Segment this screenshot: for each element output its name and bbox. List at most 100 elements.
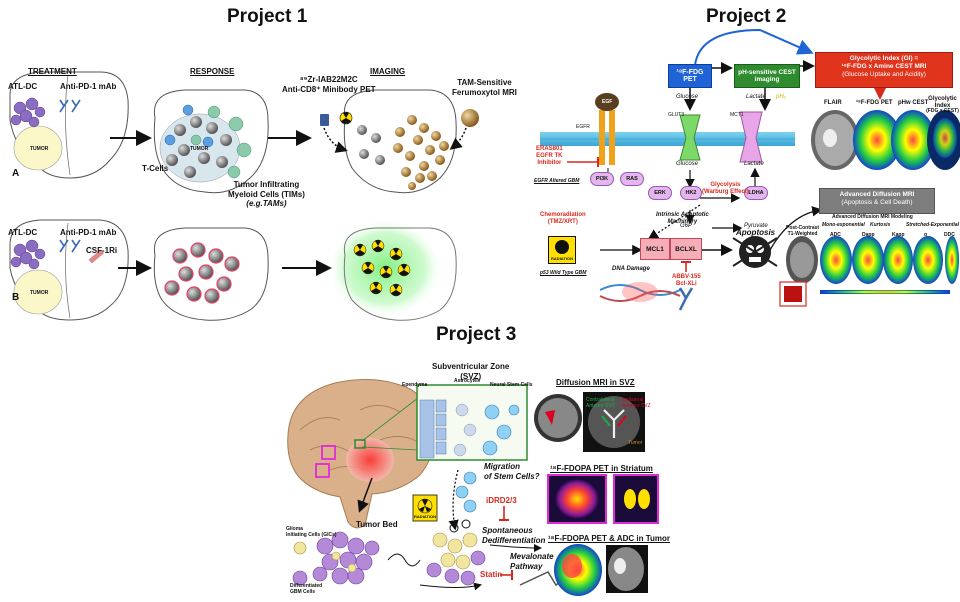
spontaneous-line1: Spontaneous <box>482 526 533 535</box>
tumor-label-p3: Tumor <box>628 440 643 446</box>
svz-diffusion-mri <box>534 392 645 452</box>
kapp-col-label: Kapp <box>892 232 905 238</box>
g6p-label: G6P <box>680 223 693 229</box>
gi-line2: ¹⁸F-FDG x Amine CEST MRI <box>841 62 927 70</box>
eras801-line2: EGFR TK <box>536 153 563 160</box>
tumor-bed-cells <box>292 531 380 586</box>
mct1-transporter <box>739 111 763 163</box>
panel-gi: Glycolytic Index (FDG x CEST) <box>925 96 960 115</box>
brain-a <box>9 71 129 179</box>
imaging-header: IMAGING <box>370 67 406 76</box>
chemo-line2: (TMZ/XRT) <box>547 219 578 226</box>
erk-node: ERK <box>648 186 672 200</box>
mevalonate-line1: Mevalonate <box>510 552 554 561</box>
mri-line1: TAM-Sensitive <box>457 78 512 87</box>
hk2-node: HK2 <box>680 186 702 200</box>
svz-line1: Subventricular Zone <box>432 362 510 371</box>
panel-flair: FLAIR <box>824 100 842 106</box>
glycolysis-label: Glycolysis (Warburg Effect) <box>702 182 749 196</box>
project2-title: Project 2 <box>706 6 787 27</box>
phe-label: pHₑ <box>776 94 786 100</box>
ddc-col-label: DDC <box>944 232 955 238</box>
mri-label: TAM-Sensitive Ferumoxytol MRI <box>452 78 517 97</box>
panel-gi-title: Glycolytic Index <box>928 96 957 109</box>
pet-line2: Anti-CD8⁺ Minibody PET <box>282 84 376 94</box>
migration-label: Migration of Stem Cells? <box>484 462 540 481</box>
egfr-receptor <box>595 93 619 165</box>
spontaneous-line2: Dedifferentiation <box>482 535 546 545</box>
radiation-symbol-icon <box>555 240 569 254</box>
fdopa-striatum-title: ¹⁸F-FDOPA PET in Striatum <box>550 464 653 473</box>
gic-label: Glioma Initiating Cells (GICs) <box>286 526 337 539</box>
tims-line3: (e.g.TAMs) <box>246 199 287 209</box>
lactate-in-label: Lactate <box>744 161 764 167</box>
brain-profile <box>287 378 435 529</box>
mri-line2: Ferumoxytol MRI <box>452 87 517 97</box>
dedifferentiated-cells <box>426 519 486 586</box>
tumor-label-response: TUMOR <box>190 146 209 152</box>
mri-panels-bottom <box>779 236 959 307</box>
differentiated-line2: GBM Cells <box>290 588 316 595</box>
tumor-label-b: TUMOR <box>30 290 49 296</box>
tumor-label-a: TUMOR <box>30 146 49 152</box>
bclxl-box: BCLXL <box>670 238 702 260</box>
ph-cest-box: pH-sensitive CEST imaging <box>734 64 800 88</box>
migration-line1: Migration <box>484 462 520 471</box>
atl-dc-label-b: ATL-DC <box>8 228 38 237</box>
astrocytes-label: Astrocytes <box>454 378 480 384</box>
radiation-sign-p2-text: RADIATION <box>551 256 573 261</box>
radiation-sign-p3-text: RADIATION <box>414 514 436 519</box>
panel-gi-sub: (FDG x CEST) <box>926 108 959 115</box>
pyruvate-label: Pyruvate <box>744 223 768 229</box>
gi-line1: Glycolytic Index (GI) = <box>849 55 919 62</box>
project3-title: Project 3 <box>436 324 517 345</box>
eras801-line3: Inhibitor <box>537 160 562 167</box>
tims-line2: Myeloid Cells (TIMs) <box>228 189 305 199</box>
gi-line3: (Glucose Uptake and Acidity) <box>842 70 926 78</box>
t-cells-label: T-Cells <box>142 164 169 173</box>
tims-line1: Tumor Infiltrating <box>233 180 300 189</box>
chemo-line1: Chemoradiation <box>540 212 586 218</box>
gic-line1: Glioma <box>286 526 303 532</box>
mevalonate-line2: Pathway <box>510 561 543 571</box>
ras-node: RAS <box>620 172 644 186</box>
adv-line1: Advanced Diffusion MRI <box>839 191 915 198</box>
radiation-sign-p2: RADIATION <box>548 236 576 264</box>
csf1ri-label: CSF-1Ri <box>86 246 118 255</box>
spontaneous-label: Spontaneous Dedifferentiation <box>482 526 545 545</box>
eras801-label: ERAS801 EGFR TK Inhibitor <box>536 146 563 168</box>
brain-response-b <box>153 227 269 321</box>
fdopa-tumor-title: ¹⁸F-FDOPA PET & ADC in Tumor <box>548 534 670 543</box>
svz-line2: (SVZ) <box>460 371 482 381</box>
glucose-out-label: Glucose <box>676 94 699 100</box>
postcontrast-line2: T1-Weighted <box>787 230 818 237</box>
diffusion-mri-svz-title: Diffusion MRI in SVZ <box>556 378 635 387</box>
kurtosis-label: Kurtosis <box>870 222 891 228</box>
panel-fdg: ¹⁸F-FDG PET <box>856 100 893 106</box>
ependyma-label: Ependyma <box>402 382 428 388</box>
advanced-diffusion-box: Advanced Diffusion MRI (Apoptosis & Cell… <box>819 188 935 214</box>
mcl1-box: MCL1 <box>640 238 670 260</box>
differentiated-label: Differentiated GBM Cells <box>290 583 322 596</box>
intrinsic-line1: Intrinsic Apoptotic <box>656 212 709 218</box>
panel-label-a: A <box>12 168 20 179</box>
panel-phw: pHw CEST <box>898 100 929 106</box>
glycolysis-line1: Glycolysis <box>710 182 741 188</box>
abbv-line1: ABBV-155 <box>672 274 701 280</box>
stretched-label: Stretched-Exponential <box>906 222 960 228</box>
antibody-icon <box>678 287 694 311</box>
svz-label: Subventricular Zone (SVZ) <box>432 362 509 381</box>
glut3-label: GLUT3 <box>668 112 685 118</box>
response-header: RESPONSE <box>190 67 235 76</box>
egfr-altered-label: EGFR Altered GBM <box>534 178 580 184</box>
contralateral-label: Contralateral Anterior SVZ <box>586 397 615 409</box>
pet-label: ⁸⁹Zr-IAB22M2C Anti-CD8⁺ Minibody PET <box>282 75 376 94</box>
p53-label: p53 Wild Type GBM <box>540 270 587 276</box>
intrinsic-line2: Machinery <box>667 219 698 226</box>
svz-panel <box>416 384 528 461</box>
skull-icon <box>732 236 778 268</box>
adv-line2: (Apoptosis & Cell Death) <box>841 199 913 207</box>
mevalonate-label: Mevalonate Pathway <box>510 552 554 571</box>
ldha-node: LDHA <box>744 186 768 200</box>
